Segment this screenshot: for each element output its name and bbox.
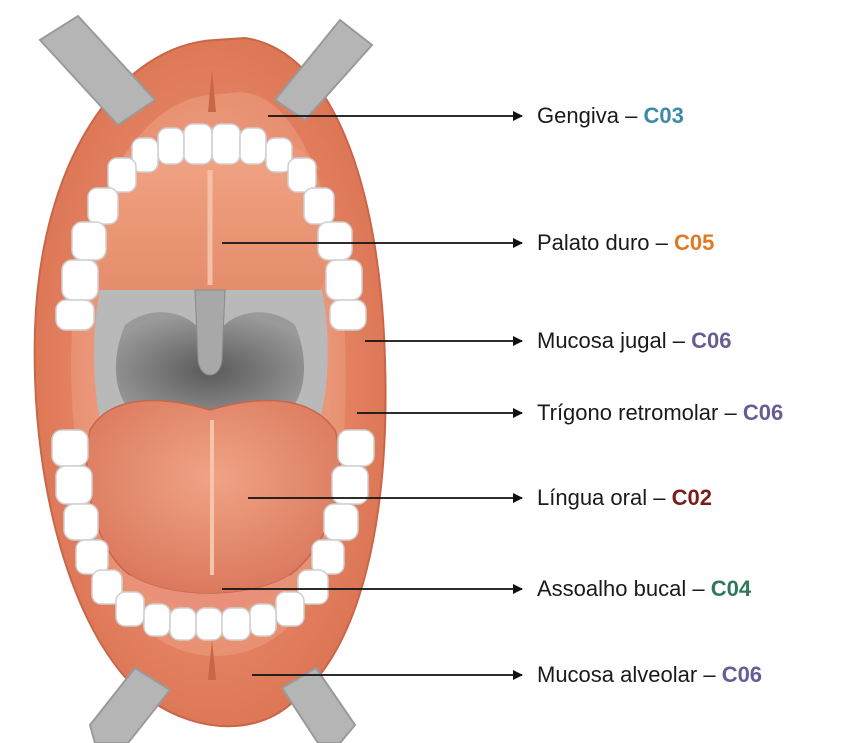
tooth bbox=[108, 158, 136, 192]
label-assoalho-bucal: Assoalho bucal – C04 bbox=[537, 576, 751, 602]
label-code: C04 bbox=[711, 576, 751, 601]
tooth bbox=[212, 124, 240, 164]
label-code: C06 bbox=[743, 400, 783, 425]
tooth bbox=[324, 504, 358, 540]
label-dash: – bbox=[725, 400, 737, 425]
tooth bbox=[76, 540, 108, 574]
tooth bbox=[158, 128, 184, 164]
label-mucosa-jugal: Mucosa jugal – C06 bbox=[537, 328, 732, 354]
label-gengiva: Gengiva – C03 bbox=[537, 103, 684, 129]
uvula bbox=[195, 290, 225, 375]
label-text: Assoalho bucal bbox=[537, 576, 686, 601]
tooth bbox=[222, 608, 250, 640]
label-dash: – bbox=[673, 328, 685, 353]
tooth bbox=[318, 222, 352, 260]
tooth bbox=[56, 300, 94, 330]
label-text: Mucosa jugal bbox=[537, 328, 667, 353]
tooth bbox=[56, 466, 92, 504]
tooth bbox=[116, 592, 144, 626]
tooth bbox=[144, 604, 170, 636]
tooth bbox=[72, 222, 106, 260]
tooth bbox=[288, 158, 316, 192]
tooth bbox=[196, 608, 222, 640]
label-code: C02 bbox=[672, 485, 712, 510]
label-dash: – bbox=[656, 230, 668, 255]
label-code: C03 bbox=[643, 103, 683, 128]
tooth bbox=[52, 430, 88, 466]
tooth bbox=[330, 300, 366, 330]
tooth bbox=[304, 188, 334, 224]
label-text: Língua oral bbox=[537, 485, 647, 510]
label-palato-duro: Palato duro – C05 bbox=[537, 230, 714, 256]
tooth bbox=[170, 608, 196, 640]
label-code: C06 bbox=[691, 328, 731, 353]
label-dash: – bbox=[692, 576, 704, 601]
label-dash: – bbox=[625, 103, 637, 128]
tooth bbox=[326, 260, 362, 300]
label-code: C05 bbox=[674, 230, 714, 255]
label-text: Mucosa alveolar bbox=[537, 662, 697, 687]
label-text: Trígono retromolar bbox=[537, 400, 718, 425]
tooth bbox=[62, 260, 98, 300]
label-text: Palato duro bbox=[537, 230, 650, 255]
label-mucosa-alveolar: Mucosa alveolar – C06 bbox=[537, 662, 762, 688]
tooth bbox=[312, 540, 344, 574]
label-text: Gengiva bbox=[537, 103, 619, 128]
tooth bbox=[338, 430, 374, 466]
tooth bbox=[240, 128, 266, 164]
tooth bbox=[88, 188, 118, 224]
tooth bbox=[64, 504, 98, 540]
tooth bbox=[184, 124, 212, 164]
label-lingua-oral: Língua oral – C02 bbox=[537, 485, 712, 511]
tooth bbox=[276, 592, 304, 626]
tooth bbox=[250, 604, 276, 636]
label-code: C06 bbox=[722, 662, 762, 687]
label-dash: – bbox=[653, 485, 665, 510]
label-dash: – bbox=[703, 662, 715, 687]
label-trigono-retromolar: Trígono retromolar – C06 bbox=[537, 400, 783, 426]
